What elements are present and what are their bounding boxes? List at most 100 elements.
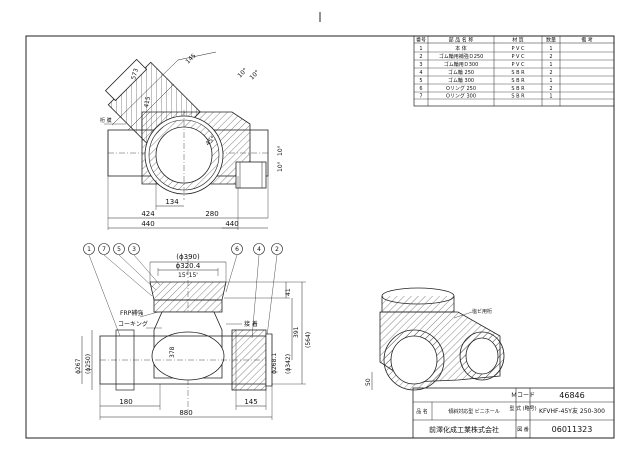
dim-378: 378 <box>169 346 176 358</box>
table-cell: S B R <box>511 70 525 76</box>
table-cell: 4 <box>419 70 422 76</box>
table-cell: ゴム輪用補強Ｄ250 <box>439 53 484 60</box>
table-cell: ゴム輪 300 <box>448 77 474 84</box>
balloon: 6 <box>231 243 243 255</box>
dim-phi320: ϕ320.4 <box>176 262 201 270</box>
dim-phi267: ϕ267 <box>75 358 82 374</box>
dim-phi390: (ϕ390) <box>176 253 200 261</box>
table-cell: S B R <box>511 78 525 84</box>
dim-440-left: 440 <box>141 220 154 228</box>
table-header: 材 質 <box>512 37 524 44</box>
parts-table-rows: 1 本 体 P V C 1 2 ゴム輪用補強Ｄ250 P V C 2 3 ゴム輪用Ｄ300 P V … <box>419 45 552 100</box>
dim-phi342: (ϕ342) <box>285 354 292 374</box>
drawing-border <box>25 35 615 439</box>
model-value: KFVHF-45Y友 250-300 <box>539 407 605 415</box>
dim-145-front: 145 <box>244 398 257 406</box>
right-coupling-front <box>231 329 267 391</box>
table-header: 番号 <box>416 37 426 44</box>
dim-880: 880 <box>179 409 192 417</box>
table-cell: P V C <box>511 46 525 52</box>
svg-text:3: 3 <box>132 246 136 253</box>
balloon: 4 <box>253 243 265 255</box>
table-cell: Oリング 300 <box>446 93 476 100</box>
table-cell: 1 <box>549 46 552 52</box>
label-iso: 塩ビ用桁 <box>472 308 492 315</box>
svg-text:7: 7 <box>102 246 106 253</box>
dim-41: 41 <box>285 288 292 296</box>
table-header: 備 考 <box>581 37 593 44</box>
drawing-no-label: 図 番 <box>517 426 529 433</box>
top-view: 573 145 415 45° 10° 10° 10° 10° 134 424 … <box>100 51 284 230</box>
balloon: 2 <box>271 243 283 255</box>
name-label: 品 名 <box>416 408 428 415</box>
table-header: 部 品 名 称 <box>449 37 474 44</box>
table-cell: ゴム輪 250 <box>448 69 474 76</box>
body-bulge <box>151 331 225 381</box>
balloon: 5 <box>113 243 125 255</box>
table-cell: 2 <box>549 86 552 92</box>
table-cell: 1 <box>419 46 422 52</box>
table-cell: 7 <box>419 94 422 100</box>
dim-10deg-b: 10° <box>248 69 260 81</box>
label-frp: FRP補強 <box>120 309 143 317</box>
table-cell: 1 <box>549 62 552 68</box>
balloon: 3 <box>128 243 140 255</box>
dim-415: 415 <box>143 96 152 109</box>
company-name: 前澤化成工業株式会社 <box>429 425 499 434</box>
dim-10deg-d: 10° <box>277 145 284 156</box>
dim-50: 50 <box>365 378 372 386</box>
dim-145: 145 <box>184 52 197 65</box>
mcode-value: 46846 <box>559 391 584 400</box>
table-cell: P V C <box>511 62 525 68</box>
table-header: 数量 <box>546 37 556 44</box>
table-cell: 2 <box>549 54 552 60</box>
dim-phi250: (ϕ250) <box>85 354 92 374</box>
dim-424: 424 <box>141 210 155 218</box>
table-cell: 本 体 <box>455 45 467 52</box>
dim-phi268: ϕ268.1 <box>271 353 278 374</box>
iso-top-socket <box>381 296 455 313</box>
balloon: 7 <box>98 243 110 255</box>
dim-440-right: 440 <box>225 220 238 228</box>
table-cell: 1 <box>549 94 552 100</box>
label-bond: 接 着 <box>244 320 258 328</box>
table-cell: 5 <box>419 78 422 84</box>
table-cell: 2 <box>419 54 422 60</box>
svg-text:5: 5 <box>117 246 121 253</box>
label-zenkou: 桁 膜 <box>100 117 112 124</box>
svg-text:1: 1 <box>87 246 91 253</box>
dim-10deg-c: 10° <box>277 161 284 172</box>
model-label: 型 式 (略号) <box>509 405 536 412</box>
front-view: 1 7 5 3 6 4 2 (ϕ390) ϕ320.4 15°15' <box>75 243 312 420</box>
dim-564: (564) <box>305 332 312 348</box>
table-cell: 3 <box>419 62 422 68</box>
mcode-label: Ｍコード <box>511 392 535 399</box>
parts-table: 番号 部 品 名 称 材 質 数量 備 考 <box>413 35 615 107</box>
balloon: 1 <box>83 243 95 255</box>
table-cell: P V C <box>511 54 525 60</box>
title-block: Ｍコード 46846 品 名 傾斜対応型 ビニホール 型 式 (略号) KFVH… <box>412 387 615 439</box>
drawing-no-value: 06011323 <box>552 425 593 434</box>
dim-134: 134 <box>165 198 179 206</box>
dim-10deg-a: 10° <box>236 67 248 79</box>
table-cell: Oリング 250 <box>446 85 476 92</box>
table-cell: 2 <box>549 70 552 76</box>
dim-180: 180 <box>119 398 132 406</box>
table-cell: 1 <box>549 78 552 84</box>
svg-text:2: 2 <box>275 246 279 253</box>
table-cell: ゴム輪用Ｄ300 <box>444 61 479 68</box>
svg-text:4: 4 <box>257 246 261 253</box>
label-caulk: コーキング <box>118 320 148 328</box>
iso-view: 塩ビ用桁 50 <box>365 287 505 391</box>
dim-573: 573 <box>130 67 140 80</box>
table-cell: 6 <box>419 86 422 92</box>
svg-text:6: 6 <box>235 246 239 253</box>
table-cell: S B R <box>511 94 525 100</box>
dim-280: 280 <box>205 210 218 218</box>
right-coupling <box>235 161 267 189</box>
dim-391: 391 <box>293 326 300 338</box>
table-cell: S B R <box>511 86 525 92</box>
dim-angle-15: 15°15' <box>178 272 198 279</box>
name-value: 傾斜対応型 ビニホール <box>448 408 500 415</box>
